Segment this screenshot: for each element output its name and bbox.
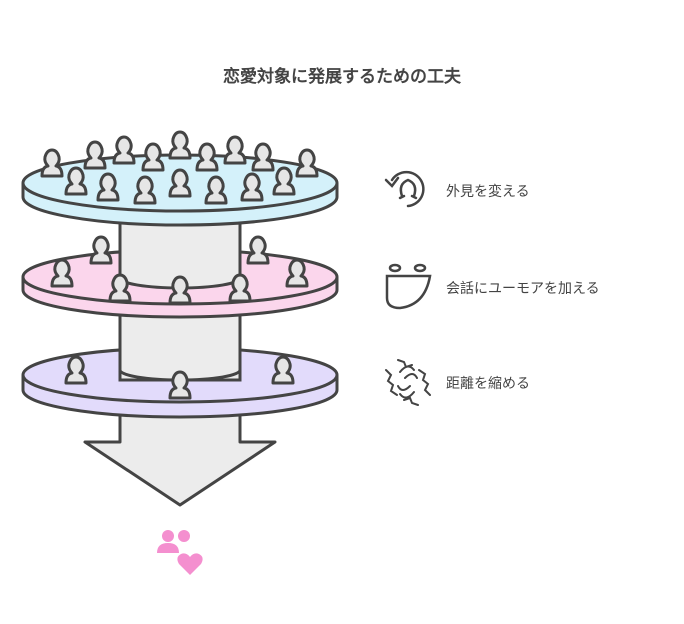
person-icon bbox=[195, 142, 219, 172]
person-icon bbox=[295, 148, 319, 178]
person-icon bbox=[272, 166, 296, 196]
person-icon bbox=[168, 168, 192, 198]
person-icon bbox=[168, 275, 192, 305]
diagram-title: 恋愛対象に発展するための工夫 bbox=[223, 67, 461, 87]
people-heart-icon bbox=[157, 530, 203, 575]
head-rotate-icon bbox=[384, 170, 425, 208]
person-icon bbox=[271, 355, 295, 385]
person-icon bbox=[223, 135, 247, 165]
person-icon bbox=[240, 172, 264, 202]
person-icon bbox=[141, 142, 165, 172]
person-icon bbox=[108, 273, 132, 303]
person-icon bbox=[285, 258, 309, 288]
person-icon bbox=[64, 355, 88, 385]
person-icon bbox=[168, 370, 192, 400]
person-icon bbox=[112, 135, 136, 165]
layer-label-2: 会話にユーモアを加える bbox=[446, 281, 600, 297]
hands-icon bbox=[385, 359, 431, 406]
person-icon bbox=[228, 273, 252, 303]
person-icon bbox=[204, 175, 228, 205]
layer-label-1: 外見を変える bbox=[446, 184, 530, 200]
person-icon bbox=[83, 140, 107, 170]
person-icon bbox=[64, 166, 88, 196]
person-icon bbox=[251, 142, 275, 172]
person-icon bbox=[133, 175, 157, 205]
layer-label-3: 距離を縮める bbox=[446, 376, 530, 392]
person-icon bbox=[168, 130, 192, 160]
person-icon bbox=[96, 172, 120, 202]
person-icon bbox=[50, 258, 74, 288]
smile-icon bbox=[385, 263, 432, 310]
person-icon bbox=[40, 148, 64, 178]
person-icon bbox=[246, 235, 270, 265]
person-icon bbox=[89, 235, 113, 265]
